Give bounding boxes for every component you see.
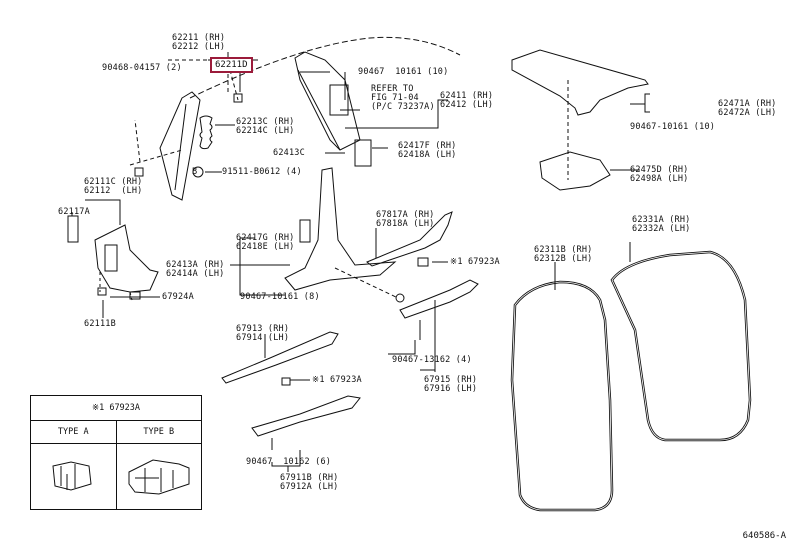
label-90467-4: 90467-13162 (4)	[392, 355, 472, 365]
label-67915: 67915 (RH) 67916 (LH)	[424, 375, 478, 394]
label-62111c: 62111C (RH) 62112 (LH)	[84, 177, 143, 196]
label-90468: 90468-04157 (2)	[102, 63, 182, 73]
label-62475d: 62475D (RH) 62498A (LH)	[630, 165, 689, 184]
front-pillar-garnish	[159, 91, 201, 201]
label-refer: REFER TO FIG 71-04 (P/C 73237A)	[371, 84, 435, 112]
rear-door-scuff-upper	[366, 211, 453, 267]
legend-type-b: TYPE B	[115, 421, 202, 443]
drawing-code: 640586-A	[742, 531, 786, 541]
label-62413a: 62413A (RH) 62414A (LH)	[166, 260, 225, 279]
label-67923a-lower: ※1 67923A	[312, 375, 362, 385]
label-62413c: 62413C	[273, 148, 305, 158]
front-pillar-inner	[174, 103, 187, 191]
package-tray-side	[539, 151, 611, 191]
label-62417g: 62417G (RH) 62418E (LH)	[236, 233, 295, 252]
label-62111b: 62111B	[84, 319, 116, 329]
center-pillar-lower	[284, 167, 397, 291]
label-90467-8: 90467-10161 (8)	[240, 292, 320, 302]
label-90467-6: 90467 10162 (6)	[246, 457, 332, 467]
clip-62211d	[233, 93, 243, 103]
label-62417f: 62417F (RH) 62418A (LH)	[398, 141, 457, 160]
cowl-side-trim	[94, 224, 159, 293]
label-62311b: 62311B (RH) 62312B (LH)	[534, 245, 593, 264]
spring-clip	[199, 115, 213, 150]
label-91511: 91511-B0612 (4)	[222, 167, 302, 177]
center-pillar-upper	[294, 51, 361, 151]
label-62411: 62411 (RH) 62412 (LH)	[440, 91, 494, 110]
highlighted-part-62211d[interactable]: 62211D	[210, 57, 253, 73]
legend-title: ※1 67923A	[31, 396, 201, 421]
roof-outline	[189, 36, 461, 99]
clip-62417f	[354, 139, 372, 167]
rear-quarter-trim	[511, 49, 649, 116]
legend-type-a: TYPE A	[57, 427, 89, 437]
rear-door-weatherstrip	[610, 250, 752, 442]
clip-small	[134, 167, 144, 177]
label-67817a: 67817A (RH) 67818A (LH)	[376, 210, 435, 229]
label-67911b: 67911B (RH) 67912A (LH)	[280, 473, 339, 492]
circle-b-marker	[192, 166, 204, 178]
label-67923a-upper: ※1 67923A	[450, 257, 500, 267]
front-door-scuff-upper	[221, 331, 339, 384]
label-62117a: 62117A	[58, 207, 90, 217]
type-b-clip-image	[115, 444, 202, 510]
front-door-weatherstrip	[510, 280, 614, 512]
rear-door-scuff-plate	[399, 279, 479, 319]
clip-type-legend: ※1 67923A TYPE A TYPE B	[30, 395, 202, 510]
front-door-scuff-plate	[251, 395, 361, 437]
clip-62117a	[67, 215, 79, 243]
label-circle-b: B	[192, 167, 198, 177]
label-62471a: 62471A (RH) 62472A (LH)	[718, 99, 777, 118]
label-62213c: 62213C (RH) 62214C (LH)	[236, 117, 295, 136]
label-90467-10161-10: 90467-10161 (10)	[630, 122, 716, 132]
label-67913: 67913 (RH) 67914 (LH)	[236, 324, 290, 343]
label-90467-10: 90467 10161 (10)	[358, 67, 449, 77]
label-62211: 62211 (RH) 62212 (LH)	[172, 33, 226, 52]
type-a-clip-image	[31, 444, 116, 510]
label-67924a: 67924A	[162, 292, 194, 302]
label-62331a: 62331A (RH) 62332A (LH)	[632, 215, 691, 234]
